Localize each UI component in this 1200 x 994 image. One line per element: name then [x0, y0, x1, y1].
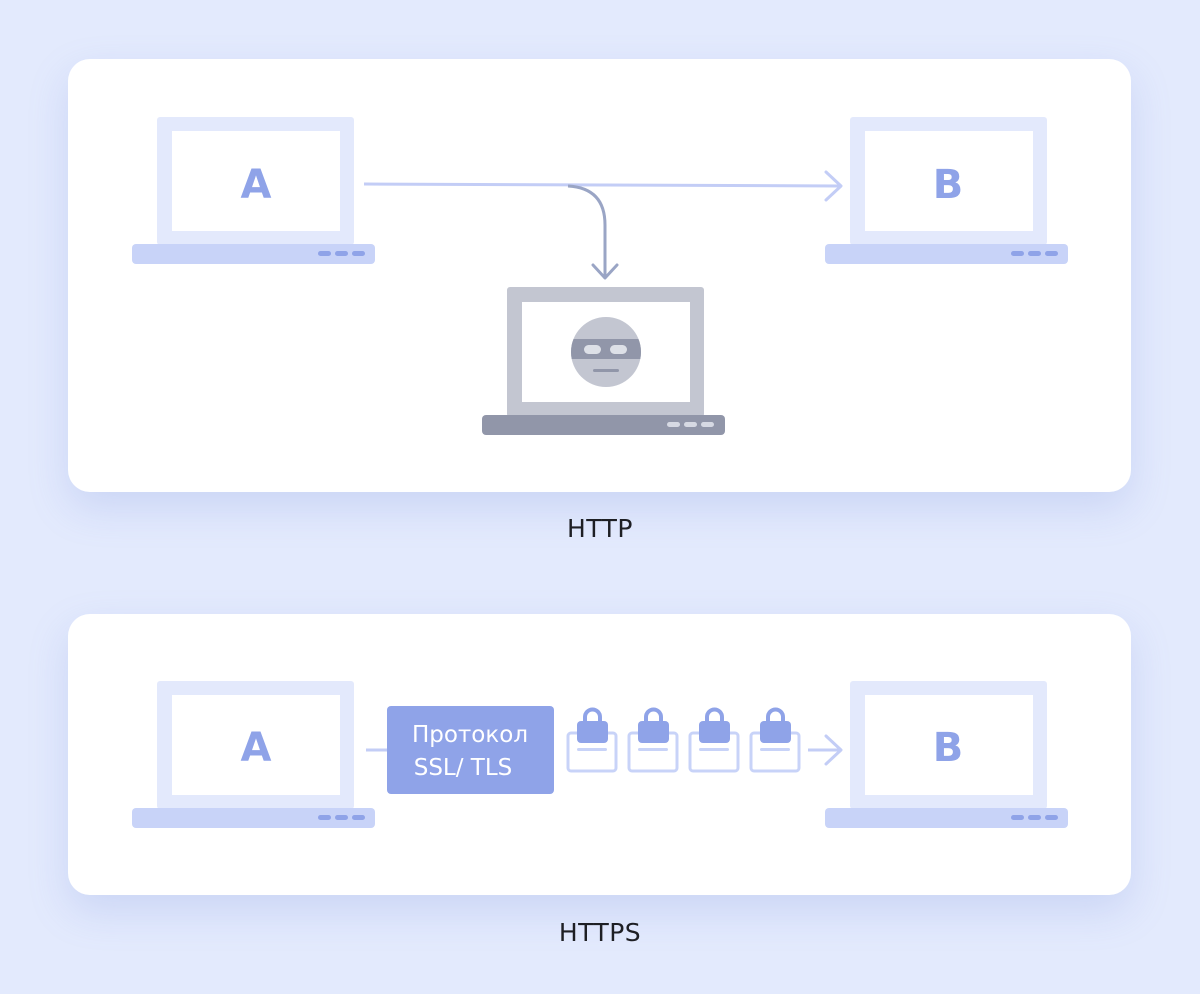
protocol-label-line1: Протокол: [412, 722, 528, 748]
https-label-b: B: [933, 725, 964, 771]
lock-icon: [566, 707, 618, 773]
http-caption: HTTP: [567, 514, 633, 543]
http-label-a: A: [241, 162, 272, 208]
http-data-arrow: [363, 170, 843, 202]
https-output-arrow: [808, 734, 843, 766]
https-label-a: A: [241, 725, 272, 771]
lock-icon: [688, 707, 740, 773]
intercept-arrow: [567, 184, 619, 280]
lock-icon: [627, 707, 679, 773]
protocol-box: [387, 706, 554, 794]
hacker-face-icon: [571, 317, 641, 387]
lock-icon: [749, 707, 801, 773]
protocol-label-line2: SSL/ TLS: [414, 755, 513, 781]
https-caption: HTTPS: [558, 918, 642, 947]
http-label-b: B: [933, 162, 964, 208]
